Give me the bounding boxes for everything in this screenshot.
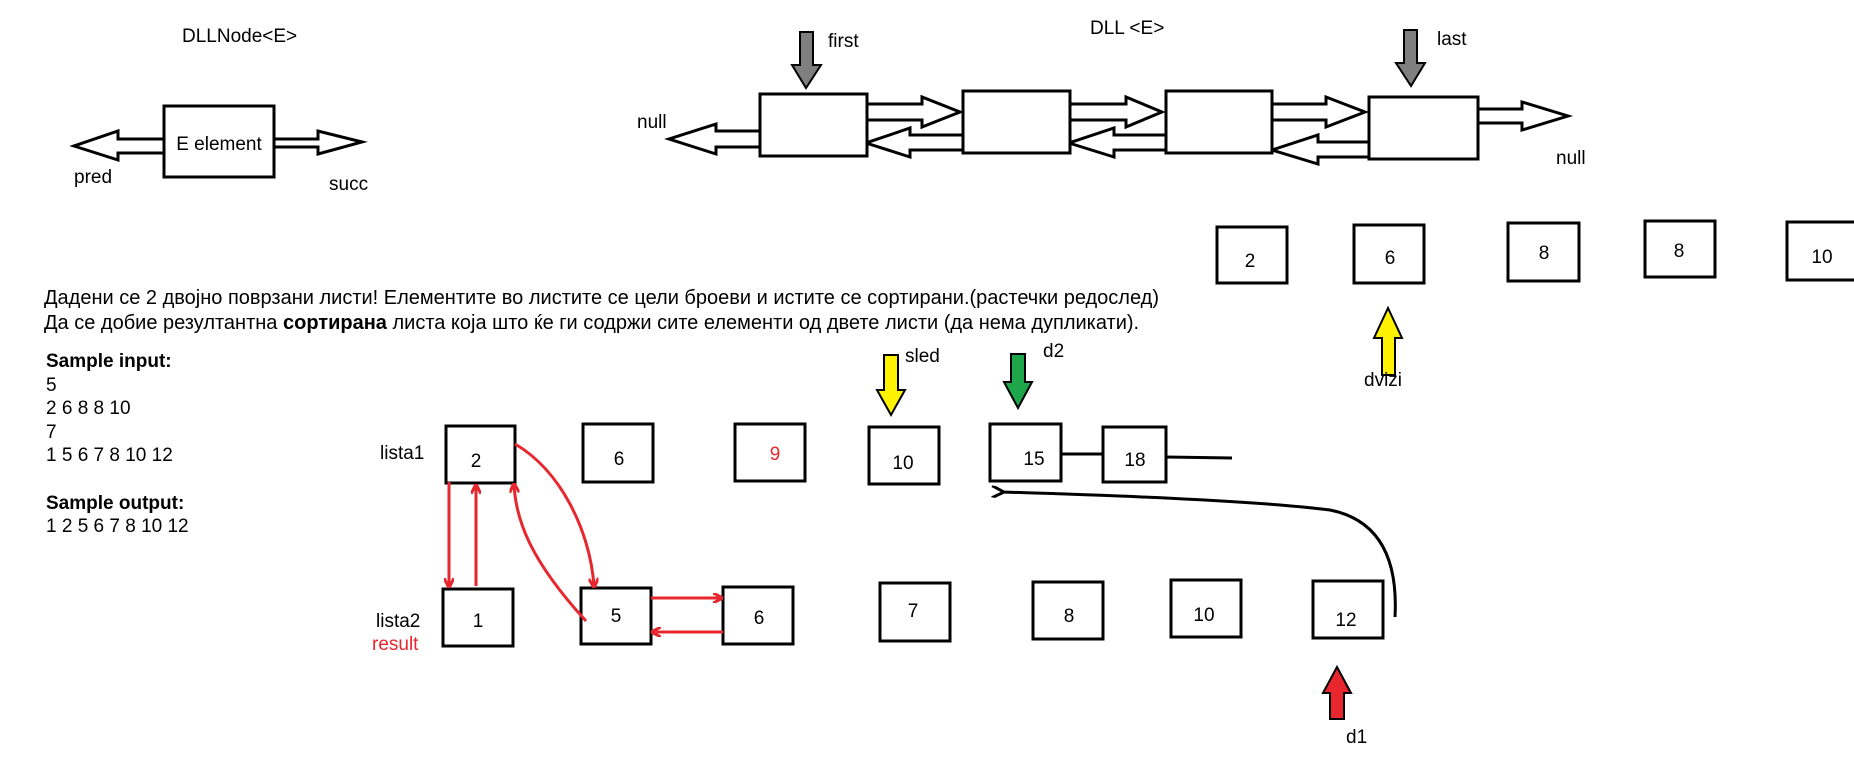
sample-output-label: Sample output: bbox=[46, 492, 185, 514]
next-arrow-1 bbox=[865, 94, 965, 130]
lista1-node-1 bbox=[444, 424, 517, 485]
dllnode-title: DLLNode<E> bbox=[182, 26, 297, 47]
lista1-label: lista1 bbox=[380, 443, 424, 464]
next-arrow-2 bbox=[1068, 94, 1166, 130]
lista2-node-5 bbox=[1031, 580, 1105, 641]
first-pointer-arrow bbox=[790, 31, 823, 90]
top-node-5-value: 10 bbox=[1811, 247, 1832, 268]
task-line-2-post: листа која што ќе ги содржи сите елемент… bbox=[386, 312, 1140, 334]
sample-input-line: 1 5 6 7 8 10 12 bbox=[46, 445, 173, 466]
sample-input-line: 2 6 8 8 10 bbox=[46, 398, 131, 419]
lista2-node-7-value: 12 bbox=[1335, 610, 1356, 631]
null-left-arrow bbox=[664, 121, 762, 157]
lista2-row: lista2 result 1 5 6 7 8 10 12 d1 bbox=[372, 492, 1397, 748]
succ-arrow bbox=[271, 129, 368, 156]
last-pointer-arrow bbox=[1394, 29, 1427, 88]
sample-input-line: 7 bbox=[46, 421, 57, 443]
task-line-1: Дадени се 2 двојно поврзани листи! Елеме… bbox=[44, 287, 1159, 309]
red-arrow-5-to-2 bbox=[514, 485, 588, 623]
task-line-2: Да се добие резултантна сортирана листа … bbox=[44, 312, 1139, 335]
null-right-arrow bbox=[1476, 99, 1574, 133]
top-list: 2 6 8 8 10 dvizi bbox=[1215, 219, 1854, 391]
lista2-label: lista2 bbox=[376, 611, 420, 632]
top-node-4-value: 8 bbox=[1674, 241, 1685, 262]
lista2-node-2-value: 5 bbox=[611, 606, 622, 627]
prev-arrow-2 bbox=[1064, 125, 1168, 160]
dllnode-diagram: DLLNode<E> E element pred succ bbox=[69, 26, 368, 195]
element-label: E element bbox=[176, 134, 262, 155]
dll-node-4 bbox=[1367, 95, 1480, 161]
lista1-node-3 bbox=[733, 422, 807, 483]
d2-label: d2 bbox=[1043, 341, 1064, 362]
next-arrow-3 bbox=[1270, 94, 1370, 130]
result-label: result bbox=[372, 634, 419, 655]
lista1-node-3-value: 9 bbox=[770, 444, 781, 465]
lista2-node-4 bbox=[878, 581, 952, 643]
first-label: first bbox=[828, 31, 859, 52]
pred-arrow bbox=[69, 128, 166, 163]
lista2-node-3 bbox=[721, 585, 795, 646]
dvizi-label: dvizi bbox=[1364, 370, 1402, 391]
prev-arrow-1 bbox=[861, 125, 965, 160]
dll-node-3 bbox=[1164, 89, 1274, 155]
succ-label: succ bbox=[329, 174, 368, 195]
dvizi-arrow bbox=[1372, 305, 1404, 376]
pred-label: pred bbox=[74, 167, 112, 188]
top-node-1 bbox=[1215, 225, 1289, 285]
dll-title: DLL <E> bbox=[1090, 18, 1164, 39]
lista1-node-6-value: 18 bbox=[1124, 450, 1145, 471]
lista1-node-4 bbox=[867, 425, 941, 486]
lista1-node-2 bbox=[581, 422, 655, 484]
lista1-tail-line bbox=[1165, 455, 1233, 460]
dll-node-1 bbox=[758, 92, 869, 158]
lista2-node-5-value: 8 bbox=[1064, 606, 1075, 627]
top-node-2-value: 6 bbox=[1385, 248, 1396, 269]
top-node-2 bbox=[1352, 223, 1426, 285]
merge-curve-arrow bbox=[1002, 492, 1397, 618]
lista1-node-6 bbox=[1101, 425, 1168, 484]
lista2-node-1 bbox=[441, 587, 515, 648]
sample-block: Sample input: 5 2 6 8 8 10 7 1 5 6 7 8 1… bbox=[46, 350, 189, 539]
element-box bbox=[162, 104, 276, 179]
task-line-2-bold: сортирана bbox=[282, 312, 387, 334]
dll-node-2 bbox=[961, 89, 1072, 155]
sample-input-line: 5 bbox=[46, 374, 57, 396]
lista2-node-6 bbox=[1169, 578, 1243, 639]
task-line-2-pre: Да се добие резултантна bbox=[44, 312, 283, 334]
sample-input-label: Sample input: bbox=[46, 351, 172, 372]
lista2-node-1-value: 1 bbox=[473, 611, 484, 632]
lista1-node-5-value: 15 bbox=[1023, 449, 1044, 470]
lista2-node-6-value: 10 bbox=[1193, 605, 1214, 626]
d2-arrow bbox=[1002, 353, 1034, 411]
lista2-node-4-value: 7 bbox=[908, 601, 919, 622]
prev-arrow-3 bbox=[1267, 132, 1371, 167]
lista1-node-5 bbox=[988, 422, 1063, 483]
lista1-row: lista1 2 6 9 10 15 18 sled d2 bbox=[380, 341, 1233, 486]
red-arrow-2-to-5 bbox=[514, 442, 594, 586]
lista2-node-3-value: 6 bbox=[754, 608, 765, 629]
null-left-label: null bbox=[637, 112, 667, 133]
top-node-3-value: 8 bbox=[1539, 243, 1550, 264]
lista1-node-2-value: 6 bbox=[614, 449, 625, 470]
null-right-label: null bbox=[1556, 148, 1586, 169]
lista1-node-4-value: 10 bbox=[892, 453, 913, 474]
top-node-5 bbox=[1785, 220, 1854, 282]
sample-output-line: 1 2 5 6 7 8 10 12 bbox=[46, 516, 189, 537]
last-label: last bbox=[1437, 29, 1467, 50]
top-node-4 bbox=[1643, 219, 1717, 279]
sled-label: sled bbox=[905, 346, 940, 367]
d1-arrow bbox=[1321, 664, 1353, 720]
lista1-node-1-value: 2 bbox=[471, 451, 482, 472]
merge-arrows bbox=[449, 442, 723, 632]
top-node-3 bbox=[1506, 221, 1581, 283]
lista2-node-7 bbox=[1311, 579, 1385, 640]
sled-arrow bbox=[875, 354, 907, 418]
top-node-1-value: 2 bbox=[1245, 251, 1256, 272]
dll-diagram: DLL <E> first last null null bbox=[637, 18, 1586, 169]
d1-label: d1 bbox=[1346, 727, 1367, 748]
